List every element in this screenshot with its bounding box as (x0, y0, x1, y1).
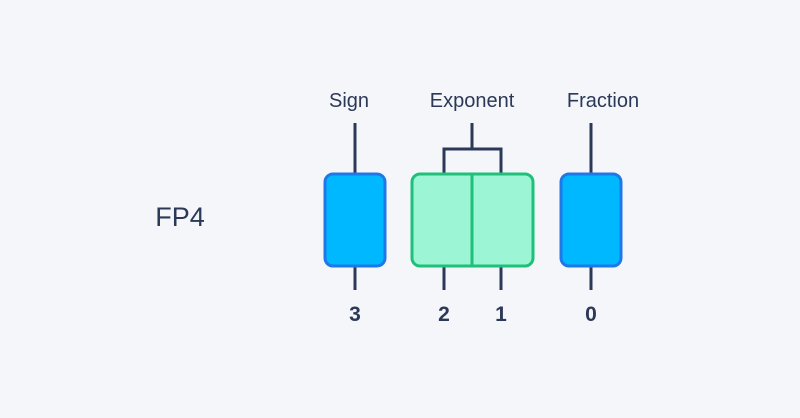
sign-bit-box (323, 172, 387, 268)
bit-index-0: 0 (585, 303, 597, 326)
fraction-bit-box (559, 172, 623, 268)
connector-lines (353, 123, 593, 290)
bit-index-1: 1 (495, 303, 507, 326)
exponent-bracket (442, 147, 503, 174)
bit-index-2: 2 (438, 303, 450, 326)
fraction-field-label: Fraction (567, 90, 639, 112)
exponent-field-label: Exponent (430, 90, 515, 112)
bit-index-3: 3 (349, 303, 361, 326)
format-name-label: FP4 (155, 202, 205, 232)
sign-field-label: Sign (329, 90, 369, 112)
